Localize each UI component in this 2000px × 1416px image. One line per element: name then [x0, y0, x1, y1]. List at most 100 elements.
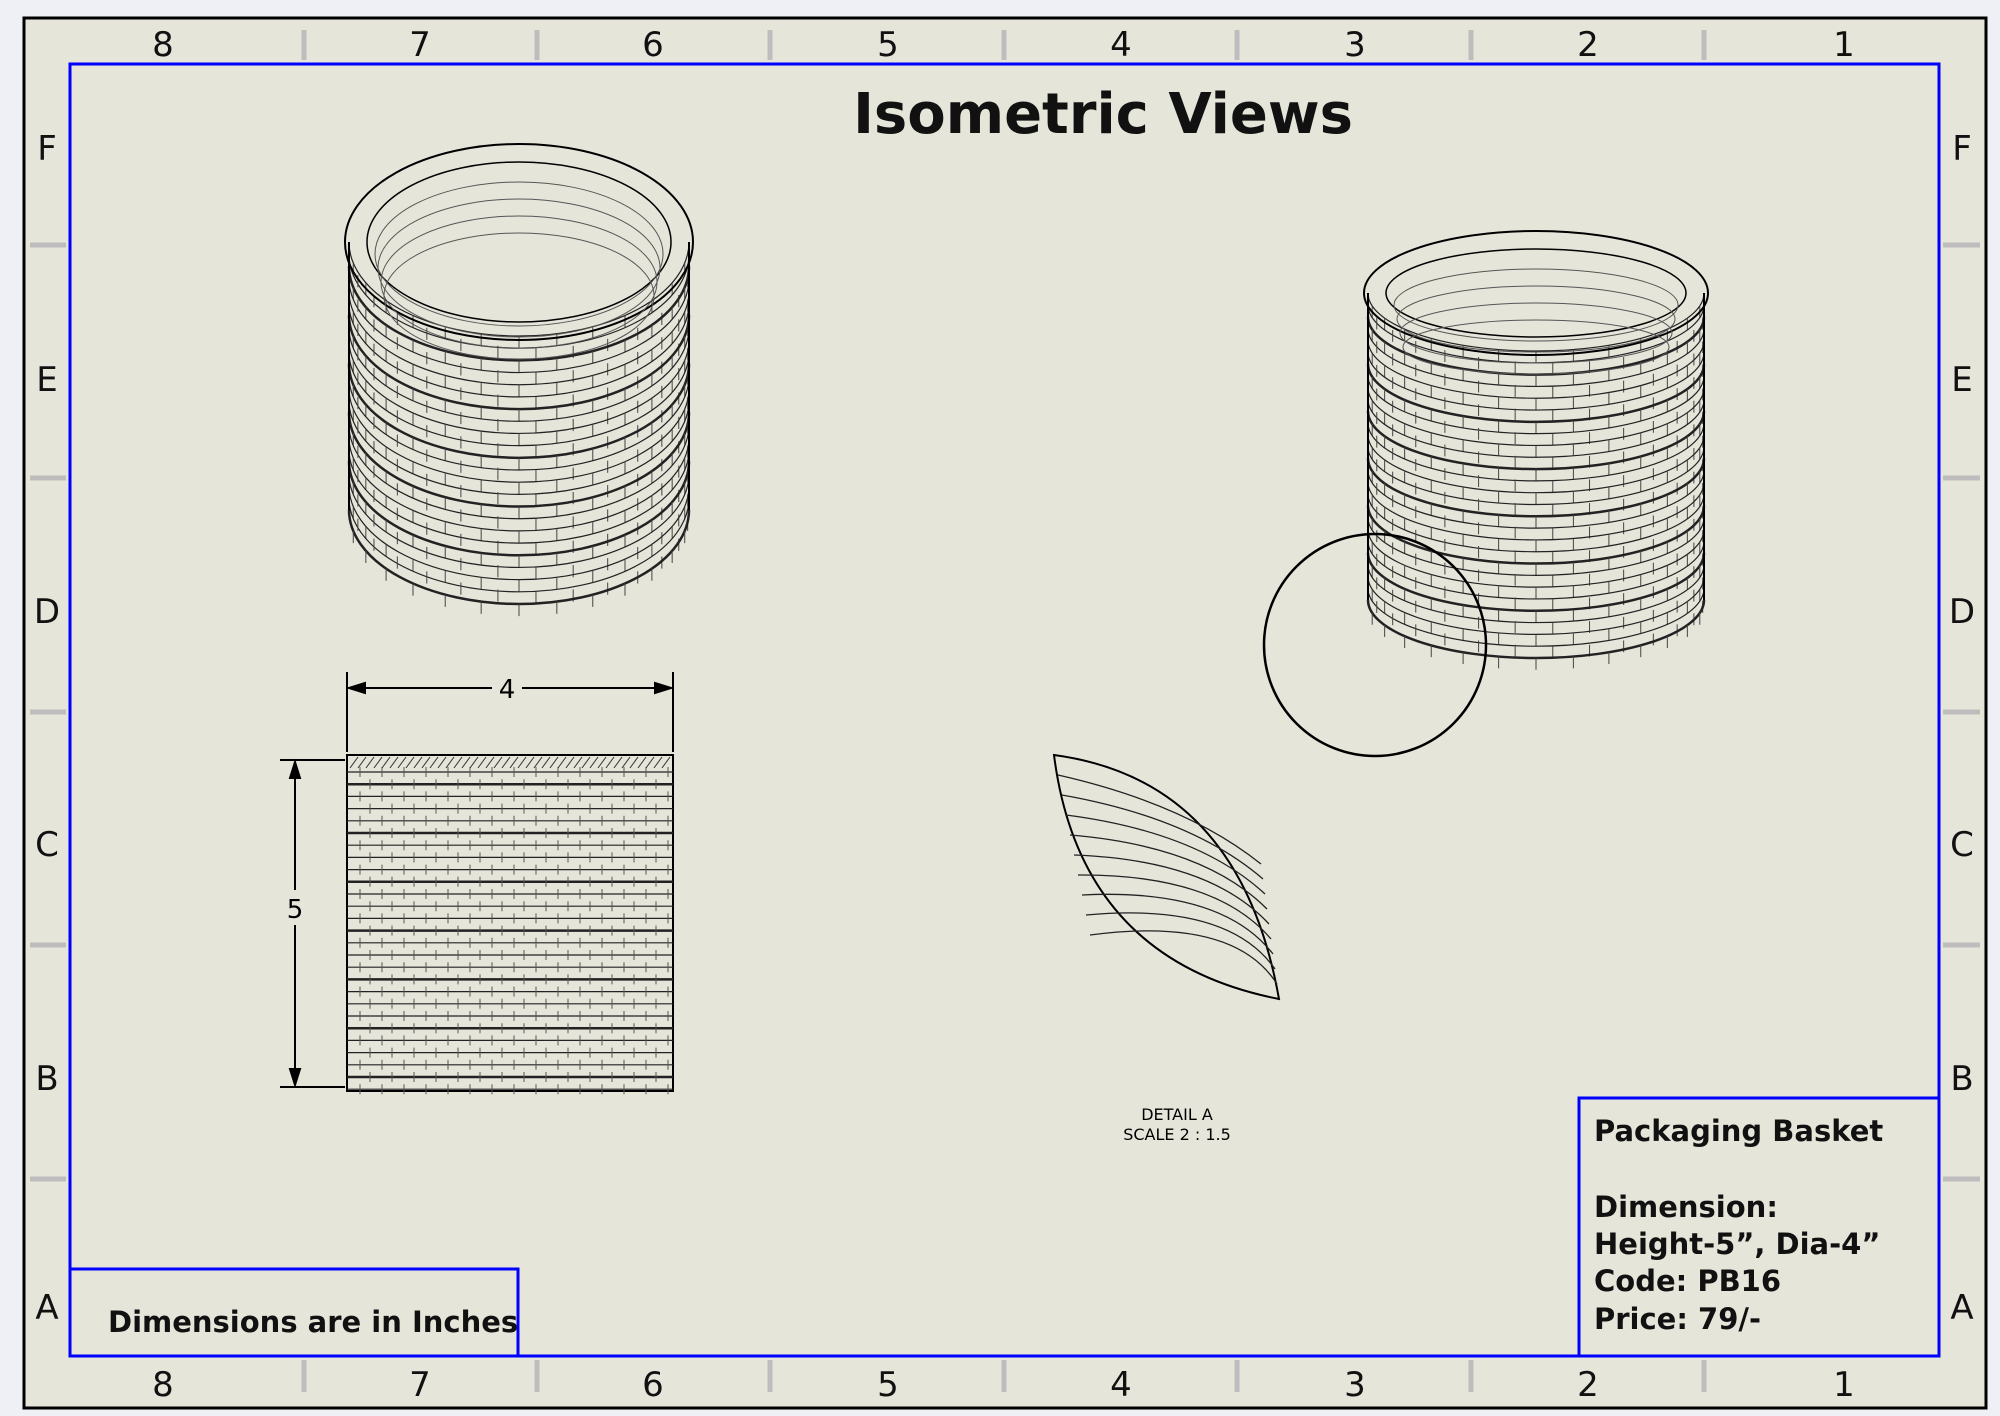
- zone-row-right: C: [1950, 825, 1974, 865]
- front-rim-twist: [557, 756, 567, 769]
- zone-row-right: A: [1950, 1288, 1973, 1328]
- front-view[interactable]: [346, 754, 674, 1095]
- basket-inner-ring: [1402, 319, 1670, 375]
- basket-ring: [348, 400, 690, 495]
- page-title: Isometric Views: [853, 82, 1353, 147]
- units-note-box: [68, 1267, 520, 1358]
- zone-labels: 8 7 6 5 4 3 2 1 8 7 6 5 4 3 2 1 F E D C …: [34, 25, 1975, 1405]
- front-rim-twist: [621, 756, 631, 769]
- basket-ring: [348, 485, 690, 581]
- zone-col-top: 6: [642, 25, 664, 65]
- front-rim-twist: [581, 756, 591, 769]
- basket-ring: [1367, 576, 1705, 635]
- detail-ring: [1069, 834, 1268, 910]
- title-block-dimension-value: Height-5”, Dia-4”: [1594, 1227, 1880, 1261]
- basket-inner-ring: [1396, 285, 1676, 353]
- basket-ring: [348, 424, 690, 520]
- detail-outline: [1052, 753, 1281, 1001]
- front-rim-twist: [533, 756, 543, 769]
- detail-label: DETAIL A: [1141, 1105, 1213, 1124]
- basket-ring: [1367, 352, 1705, 411]
- zone-row-left: D: [34, 592, 60, 632]
- zone-col-top: 1: [1833, 25, 1855, 65]
- basket-ring: [348, 290, 690, 386]
- zone-row-left: F: [37, 129, 57, 169]
- isometric-view-left[interactable]: [344, 143, 694, 617]
- front-rim-twist: [661, 756, 671, 769]
- basket-ring: [1366, 505, 1706, 565]
- front-rim-twist: [485, 756, 495, 769]
- zone-row-left: E: [36, 360, 57, 400]
- detail-ring: [1065, 814, 1266, 895]
- basket-ring: [348, 436, 690, 532]
- basket-ring: [347, 363, 691, 460]
- front-rim-twist: [357, 756, 367, 769]
- isometric-view-right[interactable]: [1363, 230, 1709, 670]
- zone-col-bottom: 8: [152, 1365, 174, 1405]
- front-rim-twist: [453, 756, 463, 769]
- dimension-height: [280, 758, 345, 1089]
- basket-ring: [1367, 434, 1705, 494]
- zone-row-left: C: [35, 825, 59, 865]
- basket-ring: [347, 412, 691, 508]
- basket-rim: [344, 143, 694, 341]
- zone-col-bottom: 1: [1833, 1365, 1855, 1405]
- basket-ring: [1367, 340, 1705, 399]
- basket-ring: [1366, 363, 1706, 424]
- basket-inner-ring: [1399, 302, 1673, 364]
- zone-row-right: B: [1950, 1059, 1973, 1099]
- zone-col-bottom: 4: [1110, 1365, 1132, 1405]
- detail-ring: [1073, 854, 1270, 925]
- basket-ring: [1366, 411, 1706, 471]
- detail-ring: [1057, 774, 1262, 865]
- basket-ring: [1366, 458, 1706, 518]
- basket-ring: [1366, 316, 1706, 376]
- front-rim-twist: [421, 756, 431, 769]
- basket-ring: [1367, 481, 1705, 541]
- front-rim-twist: [469, 756, 479, 769]
- zone-row-left: A: [35, 1288, 58, 1328]
- basket-ring: [1367, 564, 1705, 624]
- detail-view-a[interactable]: [1052, 753, 1281, 1001]
- basket-ring: [1366, 552, 1706, 612]
- basket-ring: [348, 278, 690, 374]
- basket-ring: [348, 302, 690, 398]
- zone-row-right: D: [1949, 592, 1975, 632]
- front-rim-twist: [653, 756, 663, 769]
- zone-row-left: B: [35, 1059, 58, 1099]
- front-rim-twist: [397, 756, 407, 769]
- front-rim-twist: [525, 756, 535, 769]
- zone-col-top: 5: [877, 25, 899, 65]
- basket-ring: [1367, 292, 1705, 352]
- detail-ring: [1089, 930, 1278, 985]
- basket-inner-ring: [1393, 268, 1679, 342]
- basket-ring: [1367, 387, 1705, 447]
- title-block-price: Price: 79/-: [1594, 1302, 1761, 1336]
- basket-ring: [348, 351, 690, 447]
- basket-ring: [1366, 599, 1706, 660]
- drawing-frame: [68, 62, 1941, 1358]
- front-rim-twist: [565, 756, 575, 769]
- detail-circle[interactable]: [1262, 532, 1488, 758]
- front-rim-twist: [589, 756, 599, 769]
- front-rim-twist: [437, 756, 447, 769]
- front-rim-twist: [637, 756, 647, 769]
- front-rim-twist: [445, 756, 455, 769]
- basket-rim-inner: [366, 161, 672, 323]
- basket-ring: [348, 327, 690, 422]
- basket-ring: [1367, 517, 1705, 576]
- front-rim-twist: [413, 756, 423, 769]
- basket-ring: [1367, 470, 1705, 529]
- front-rim-twist: [493, 756, 503, 769]
- zone-col-bottom: 5: [877, 1365, 899, 1405]
- zone-row-right: F: [1952, 129, 1972, 169]
- detail-ring: [1061, 794, 1264, 880]
- front-rim-twist: [549, 756, 559, 769]
- basket-ring: [1367, 540, 1705, 600]
- basket-ring: [1367, 328, 1705, 387]
- title-block: [1577, 1096, 1941, 1358]
- zone-row-right: E: [1951, 360, 1972, 400]
- basket-rim-inner: [1385, 248, 1687, 338]
- basket-ring: [348, 473, 690, 569]
- zone-col-bottom: 7: [409, 1365, 431, 1405]
